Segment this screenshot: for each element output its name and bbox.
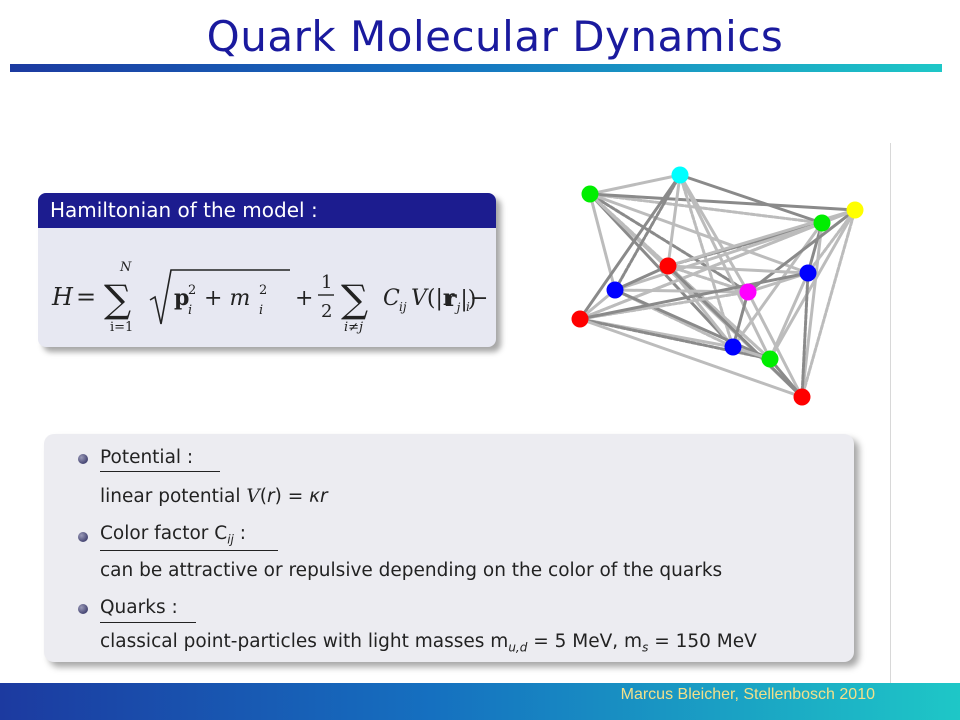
quark-link — [613, 264, 670, 292]
quark-link — [578, 208, 857, 321]
quark-node — [606, 281, 624, 299]
svg-text:p: p — [174, 285, 189, 311]
quark-link — [666, 264, 804, 399]
half-denominator: 2 — [321, 301, 332, 322]
svg-text:i: i — [466, 300, 470, 314]
quark-node — [793, 388, 811, 406]
sum2-lower: i≠j — [344, 320, 363, 335]
svg-text:∑: ∑ — [104, 277, 131, 321]
quark-link — [678, 173, 750, 294]
svg-text:V(|r: V(|r — [411, 285, 455, 311]
hamiltonian-block: Hamiltonian of the model : H = ∑ N i=1 p… — [38, 193, 496, 347]
quark-network-diagram — [571, 166, 864, 406]
title-underline-bar — [10, 64, 942, 72]
quark-link — [588, 192, 857, 212]
quark-link — [613, 288, 750, 294]
bullet-icon — [78, 532, 88, 542]
quark-link — [613, 173, 682, 292]
svg-text:2: 2 — [259, 283, 267, 298]
quark-link — [678, 173, 772, 361]
quark-node — [581, 185, 599, 203]
sum-upper: N — [119, 260, 132, 275]
quark-link — [800, 208, 857, 399]
svg-text:=: = — [76, 283, 96, 311]
svg-text:2: 2 — [188, 283, 196, 298]
hamiltonian-equation: H = ∑ N i=1 p 2 i + m 2 i + 1 2 ∑ i≠j C … — [51, 260, 488, 335]
footer-bar: Marcus Bleicher, Stellenbosch 2010 — [0, 683, 960, 720]
bullet-icon — [78, 604, 88, 614]
svg-text:−: − — [470, 286, 488, 311]
quark-link — [613, 288, 772, 361]
hamiltonian-heading: Hamiltonian of the model : — [38, 193, 496, 228]
svg-text:i: i — [188, 303, 192, 318]
quark-link — [666, 264, 810, 275]
svg-text:i: i — [259, 303, 263, 318]
equation-tail: rj|) — [445, 286, 477, 315]
quark-node — [799, 264, 817, 282]
quark-link — [578, 173, 682, 321]
quark-link — [731, 290, 750, 349]
potential-body: linear potential V(r) = κr — [100, 486, 328, 507]
quark-link — [588, 192, 750, 294]
quark-link — [678, 173, 824, 225]
svg-text:ij: ij — [399, 300, 407, 314]
color-factor-body: can be attractive or repulsive depending… — [100, 560, 723, 581]
svg-text:C: C — [383, 286, 400, 311]
color-factor-heading: Color factor Cij : — [100, 523, 246, 547]
quarks-body: classical point-particles with light mas… — [100, 631, 757, 655]
quark-link — [578, 317, 804, 399]
quark-link — [666, 173, 682, 268]
quarks-heading: Quarks : — [100, 597, 178, 618]
quark-link — [800, 271, 810, 399]
sum-lower: i=1 — [110, 320, 133, 335]
svg-text:+: + — [295, 286, 313, 311]
quark-link — [800, 221, 824, 399]
quark-node — [761, 350, 779, 368]
footer-credit: Marcus Bleicher, Stellenbosch 2010 — [620, 686, 875, 703]
quark-link — [588, 173, 682, 196]
potential-heading: Potential : — [100, 447, 194, 468]
quark-node — [813, 214, 831, 232]
quark-link — [613, 221, 824, 292]
quark-node — [571, 310, 589, 328]
color-factor-underline — [100, 550, 278, 551]
quark-link — [588, 192, 824, 225]
quarks-underline — [100, 622, 196, 623]
slide-title: Quark Molecular Dynamics — [206, 12, 784, 61]
quark-node — [659, 257, 677, 275]
quark-node — [724, 338, 742, 356]
svg-text:H: H — [51, 283, 74, 311]
bullet-icon — [78, 454, 88, 464]
quark-node — [739, 283, 757, 301]
quark-link — [666, 264, 735, 349]
quark-link — [768, 271, 810, 361]
half-numerator: 1 — [321, 272, 332, 293]
quark-link — [746, 208, 857, 294]
potential-underline — [100, 471, 220, 472]
quark-node — [671, 166, 689, 184]
quark-node — [846, 201, 864, 219]
bullet-block: Potential : linear potential V(r) = κr C… — [44, 434, 854, 662]
quark-link — [731, 221, 824, 349]
quark-link — [578, 271, 810, 321]
quark-link — [768, 208, 857, 361]
svg-text:∑: ∑ — [341, 277, 368, 321]
quark-link — [806, 208, 857, 275]
svg-text:+ m: + m — [204, 286, 250, 311]
